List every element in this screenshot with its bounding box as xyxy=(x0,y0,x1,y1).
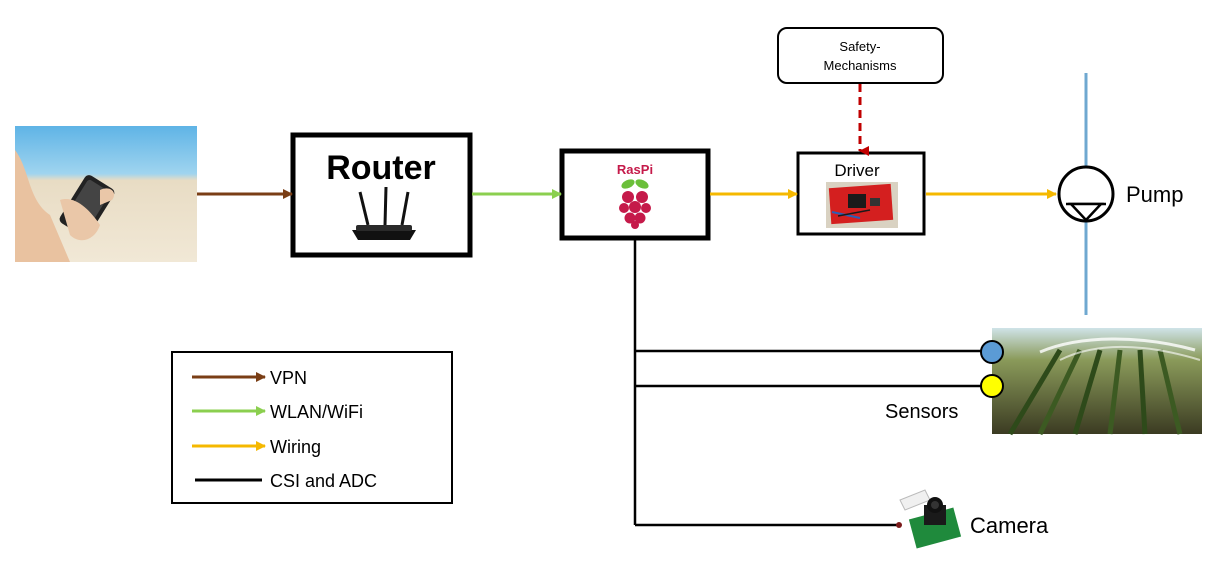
safety-label-line2: Mechanisms xyxy=(824,58,897,73)
legend-vpn-label: VPN xyxy=(270,368,307,388)
driver-label: Driver xyxy=(834,161,880,180)
driver-node: Driver xyxy=(796,151,926,236)
raspberry-pi-icon xyxy=(619,179,651,229)
sensor-dot-yellow xyxy=(980,374,1004,398)
sensors-label: Sensors xyxy=(885,401,958,423)
legend-wiring-label: Wiring xyxy=(270,437,321,457)
csi-adc-wires xyxy=(633,240,981,527)
router-icon xyxy=(352,186,416,240)
driver-board-photo xyxy=(826,182,898,228)
legend: VPN WLAN/WiFi Wiring CSI and ADC xyxy=(171,351,453,504)
camera-label: Camera xyxy=(970,513,1049,538)
pump-node: Pump xyxy=(1057,73,1183,315)
field-sprinkler-photo xyxy=(992,328,1202,436)
router-label: Router xyxy=(326,149,436,187)
sensor-dot-blue xyxy=(980,340,1004,364)
pump-label: Pump xyxy=(1126,182,1183,207)
safety-label-line1: Safety- xyxy=(839,39,880,54)
raspi-label: RasPi xyxy=(617,162,653,177)
safety-mechanisms-node: Safety- Mechanisms xyxy=(777,27,944,84)
router-node: Router xyxy=(290,132,473,258)
legend-csi-label: CSI and ADC xyxy=(270,471,377,491)
camera-module-photo xyxy=(896,489,962,549)
legend-wlan-label: WLAN/WiFi xyxy=(270,402,363,422)
phone-beach-photo xyxy=(15,126,197,262)
raspi-node: RasPi xyxy=(559,148,711,241)
